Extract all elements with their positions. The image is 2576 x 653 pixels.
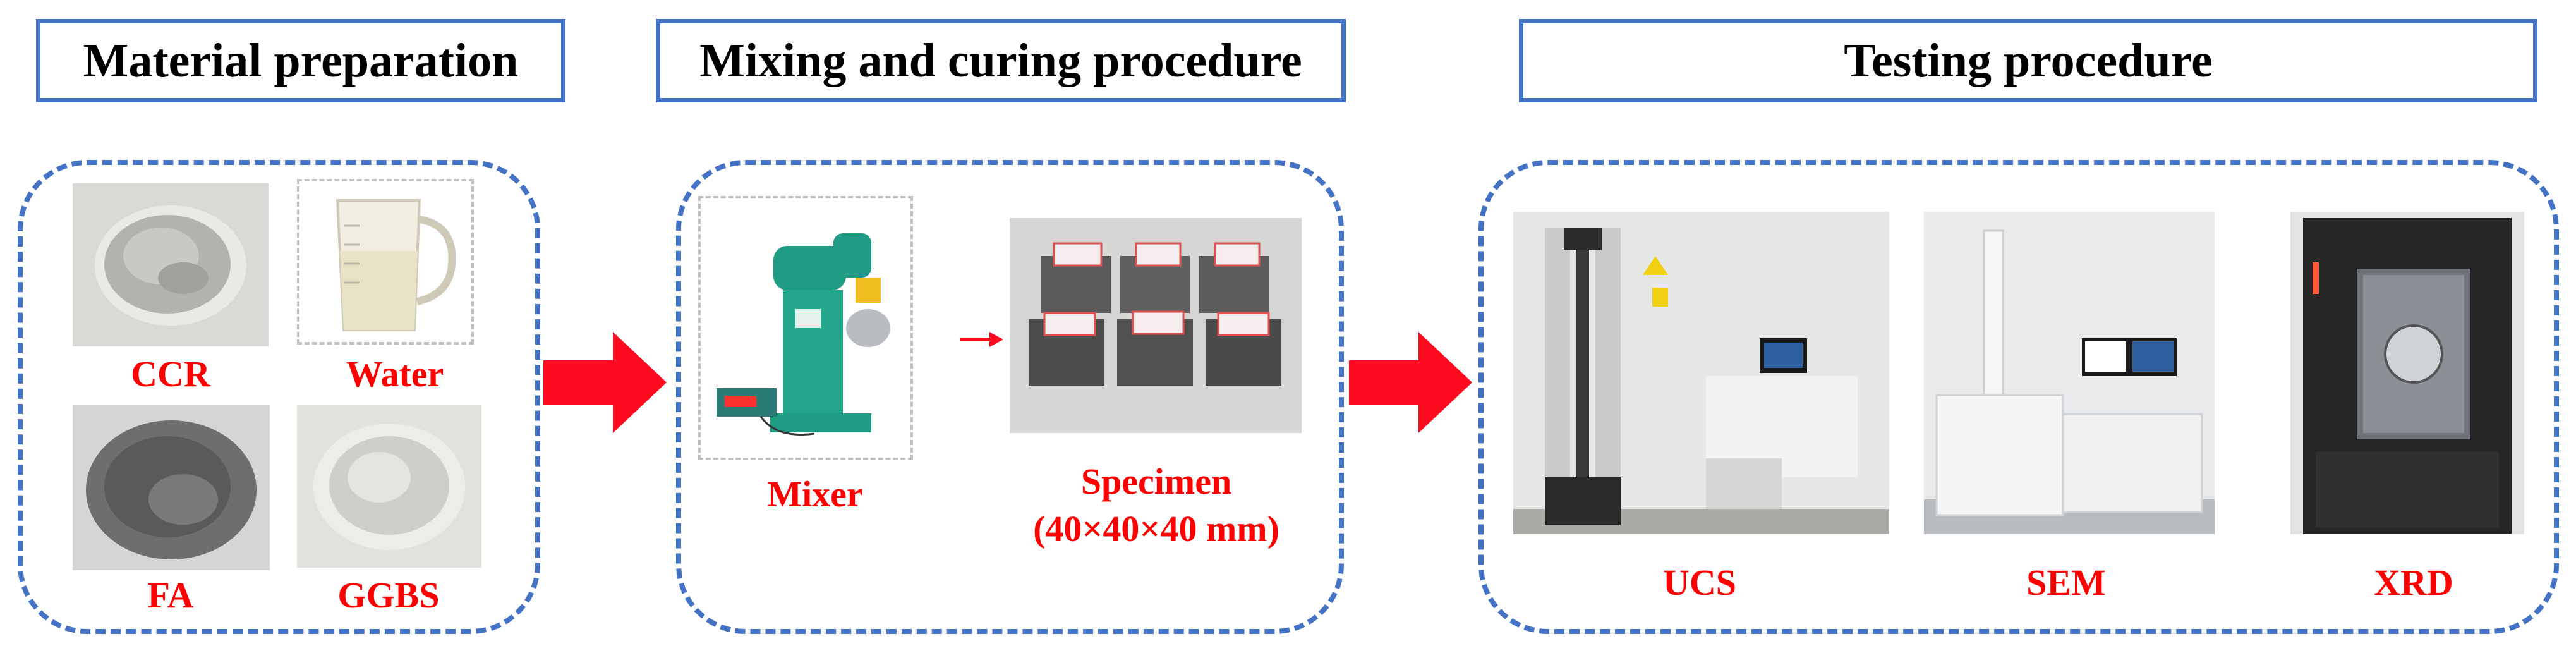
xrd-machine-image — [2290, 212, 2524, 534]
label-fa: FA — [147, 575, 194, 616]
sem-machine-image — [1924, 212, 2215, 534]
water-jug-image — [297, 179, 474, 345]
label-water: Water — [346, 353, 444, 394]
specimen-image — [1010, 218, 1302, 433]
header-testing-label: Testing procedure — [1844, 34, 2213, 87]
header-testing-procedure: Testing procedure — [1519, 19, 2537, 102]
label-ggbs: GGBS — [337, 575, 440, 616]
group-material-preparation — [18, 160, 540, 634]
label-ucs: UCS — [1662, 562, 1737, 603]
arrow-mixer-to-specimen — [959, 330, 1005, 349]
fa-powder-image — [73, 405, 270, 570]
ggbs-powder-image — [297, 405, 481, 568]
arrow-to-mixing — [537, 329, 670, 436]
label-ccr: CCR — [131, 353, 210, 394]
ccr-powder-image — [73, 183, 269, 346]
label-specimen: Specimen — [1080, 461, 1232, 502]
group-testing-procedure — [1478, 160, 2559, 634]
header-material-preparation: Material preparation — [36, 19, 565, 102]
label-mixer: Mixer — [767, 473, 863, 515]
header-material-label: Material preparation — [83, 34, 519, 87]
ucs-machine-image — [1513, 212, 1889, 534]
arrow-to-testing — [1343, 329, 1475, 436]
header-mixing-label: Mixing and curing procedure — [699, 34, 1302, 87]
label-specimen-size: (40×40×40 mm) — [1033, 508, 1279, 549]
label-xrd: XRD — [2374, 562, 2453, 603]
label-sem: SEM — [2026, 562, 2106, 603]
group-mixing-curing — [676, 160, 1344, 634]
header-mixing-curing: Mixing and curing procedure — [656, 19, 1346, 102]
mixer-image — [698, 196, 913, 460]
